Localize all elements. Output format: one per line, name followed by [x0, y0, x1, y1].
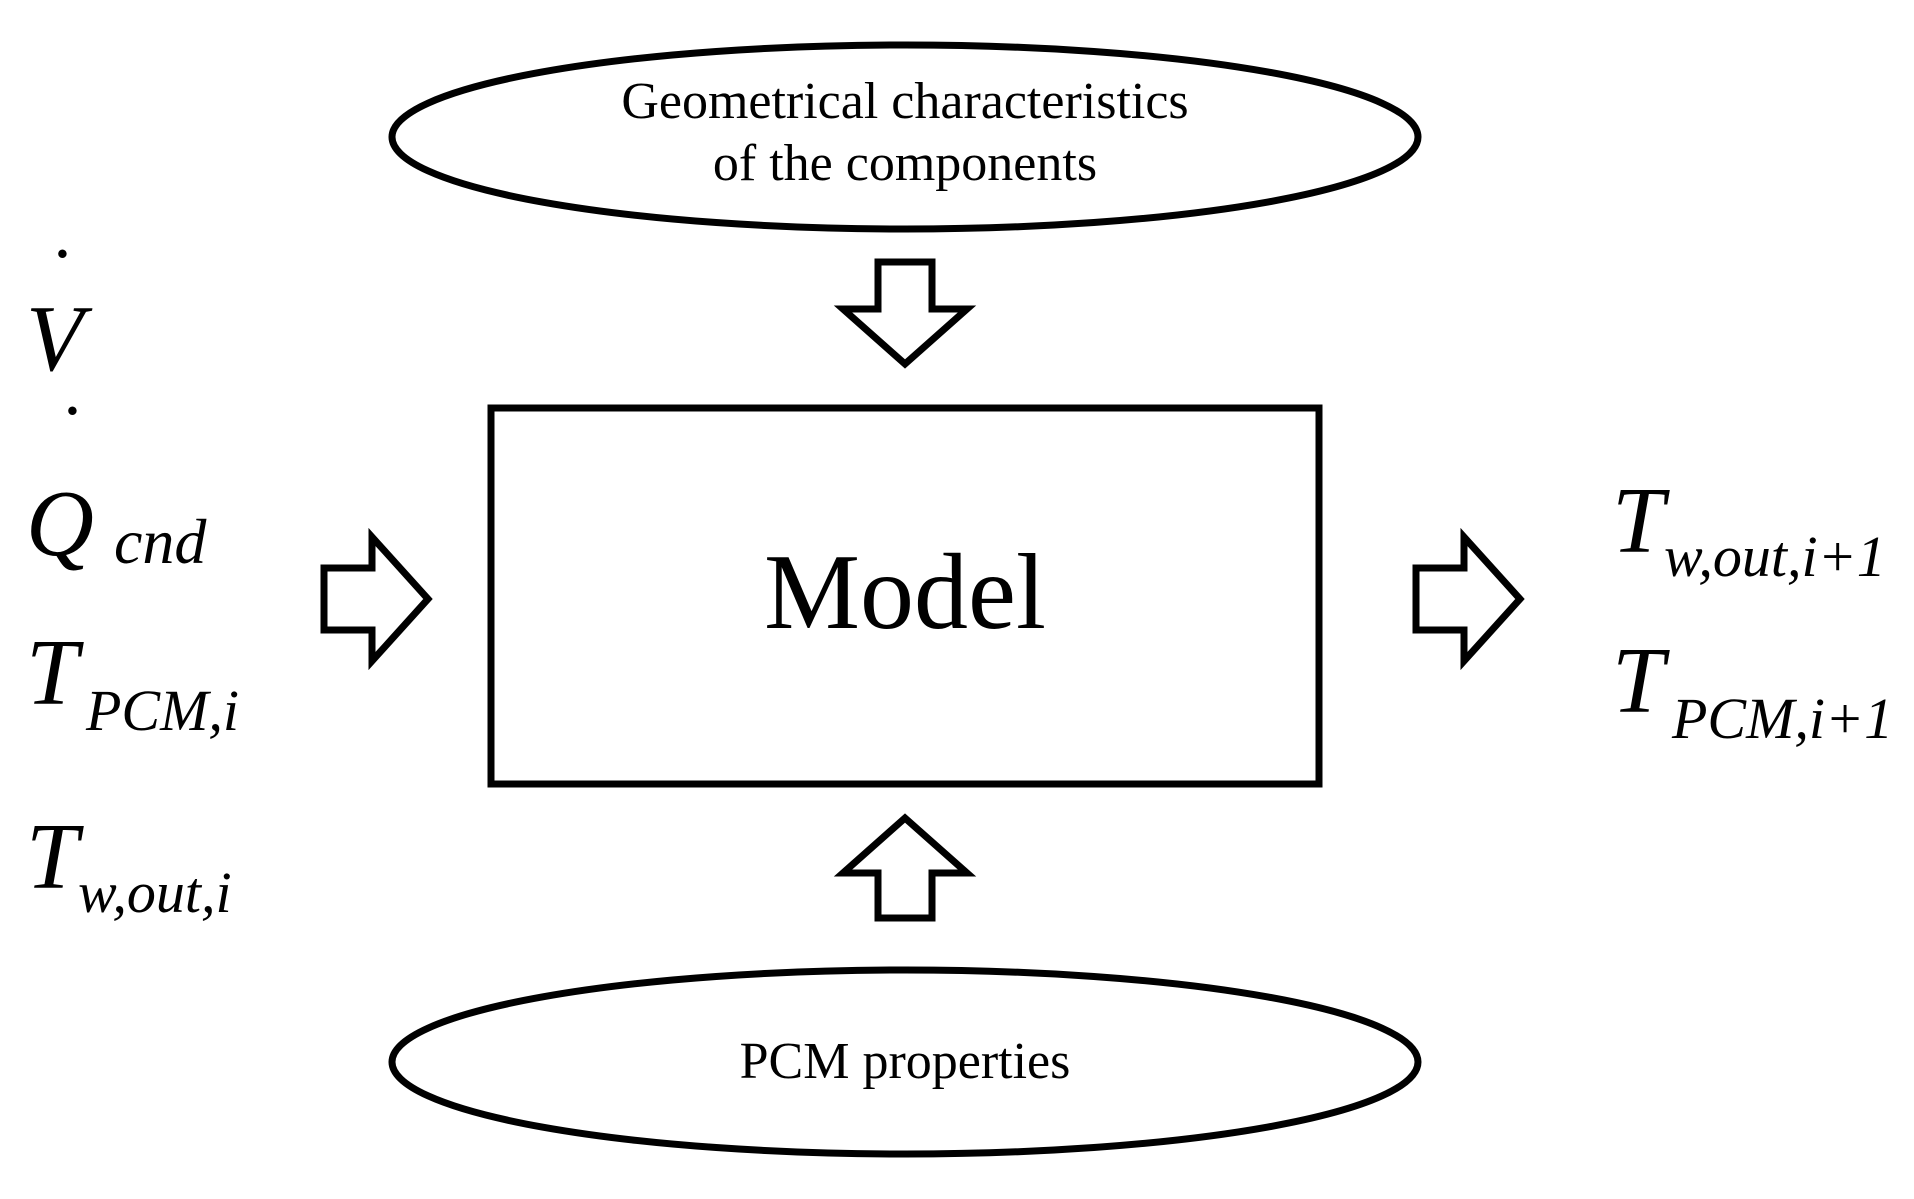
input-water-temperature-symbol: T [26, 805, 84, 909]
inputs-group: ˙ V ˙ Q cnd T PCM,i T w,out,i [26, 233, 239, 925]
geometry-label-line1: Geometrical characteristics [621, 73, 1188, 130]
input-volume-flow: ˙ V [26, 233, 93, 391]
geometry-label-line2: of the components [713, 135, 1097, 192]
input-pcm-temperature-subscript: PCM,i [85, 678, 239, 743]
input-heat-flow-subscript: cnd [114, 506, 207, 577]
geometry-node: Geometrical characteristics of the compo… [388, 41, 1422, 233]
input-arrow-icon [320, 527, 433, 671]
pcm-ellipse [388, 966, 1422, 1158]
output-arrow-icon [1412, 527, 1525, 671]
pcm-node: PCM properties [388, 966, 1422, 1158]
output-water-temperature-subscript: w,out,i+1 [1664, 524, 1886, 589]
output-water-temperature-symbol: T [1612, 469, 1670, 573]
input-pcm-temperature: T PCM,i [26, 621, 239, 743]
input-volume-flow-symbol: V [26, 287, 93, 391]
down-arrow-icon [833, 258, 977, 369]
input-heat-flow: ˙ Q cnd [26, 390, 207, 577]
input-pcm-temperature-symbol: T [26, 621, 84, 725]
pcm-label: PCM properties [740, 1033, 1071, 1090]
up-arrow-icon [833, 813, 977, 922]
geometry-ellipse [388, 41, 1422, 233]
input-water-temperature: T w,out,i [26, 805, 232, 925]
input-heat-flow-symbol: Q [26, 472, 94, 576]
input-water-temperature-subscript: w,out,i [78, 860, 232, 925]
input-volume-flow-dot: ˙ [44, 233, 71, 321]
model-box [487, 404, 1323, 788]
outputs-group: T w,out,i+1 T PCM,i+1 [1612, 469, 1893, 751]
input-heat-flow-dot: ˙ [54, 390, 81, 478]
output-water-temperature: T w,out,i+1 [1612, 469, 1886, 589]
model-label: Model [764, 533, 1046, 652]
output-pcm-temperature-symbol: T [1612, 629, 1670, 733]
output-pcm-temperature-subscript: PCM,i+1 [1671, 686, 1893, 751]
model-node: Model [487, 404, 1323, 788]
output-pcm-temperature: T PCM,i+1 [1612, 629, 1893, 751]
